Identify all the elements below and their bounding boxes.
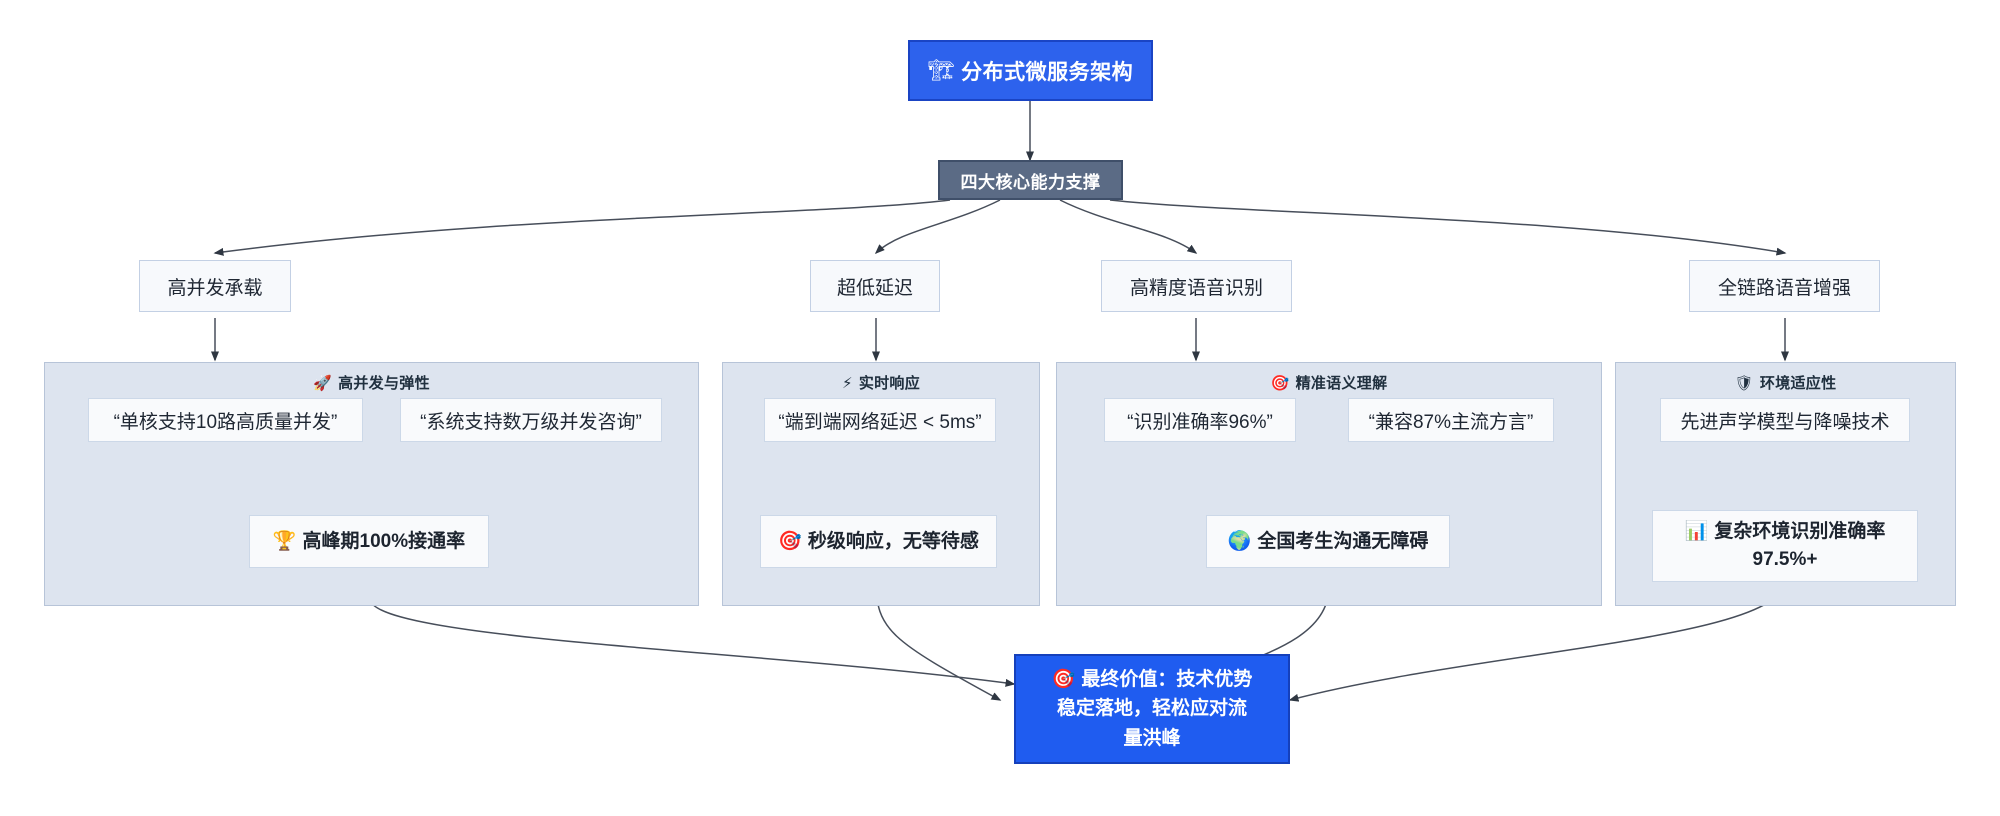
outcome-label: 高峰期100%接通率: [302, 530, 466, 552]
cluster-title: 🛡 环境适应性: [1616, 372, 1955, 393]
cluster-title: ⚡ 实时响应: [723, 372, 1039, 393]
final-label-line2: 稳定落地，轻松应对流: [1056, 698, 1247, 720]
capability-label: 全链路语音增强: [1717, 277, 1851, 299]
node-root-architecture[interactable]: 🏗分布式微服务架构: [908, 40, 1153, 101]
outcome-label: 复杂环境识别准确率: [1714, 521, 1886, 543]
leaf-label: “单核支持10路高质量并发”: [113, 411, 338, 433]
node-hub-label: 四大核心能力支撑: [960, 172, 1101, 192]
cluster-title: 🚀 高并发与弹性: [45, 372, 698, 393]
globe-icon: 🌍: [1227, 529, 1252, 552]
cluster-title-label: 精准语义理解: [1295, 375, 1388, 392]
capability-label: 高精度语音识别: [1129, 277, 1263, 299]
node-leaf-tens-thousands-concurrency[interactable]: “系统支持数万级并发咨询”: [400, 398, 662, 442]
node-capability-high-accuracy-asr[interactable]: 高精度语音识别: [1101, 260, 1292, 312]
node-final-value[interactable]: 🎯最终价值：技术优势 稳定落地，轻松应对流 量洪峰: [1014, 654, 1290, 764]
dart-target-icon: 🎯: [778, 529, 802, 552]
leaf-label: “系统支持数万级并发咨询”: [420, 411, 642, 433]
outcome-line-1: 📊复杂环境识别准确率: [1685, 518, 1886, 546]
node-leaf-acoustic-model[interactable]: 先进声学模型与降噪技术: [1660, 398, 1910, 442]
node-outcome-peak-connect-rate[interactable]: 🏆高峰期100%接通率: [249, 515, 489, 568]
node-capability-full-chain-enhancement[interactable]: 全链路语音增强: [1689, 260, 1880, 312]
cluster-title: 🎯 精准语义理解: [1057, 372, 1601, 393]
capability-label: 超低延迟: [836, 277, 913, 299]
leaf-label: “兼容87%主流方言”: [1368, 411, 1534, 433]
outcome-label: 全国考生沟通无障碍: [1257, 530, 1429, 552]
node-leaf-single-core-concurrency[interactable]: “单核支持10路高质量并发”: [88, 398, 363, 442]
bar-chart-icon: 📊: [1684, 520, 1709, 543]
final-label-line3: 量洪峰: [1123, 727, 1181, 749]
outcome-line-2: 97.5%+: [1752, 549, 1818, 570]
cluster-title-label: 实时响应: [858, 375, 921, 392]
leaf-label: 先进声学模型与降噪技术: [1680, 411, 1890, 433]
cluster-title-label: 环境适应性: [1759, 375, 1837, 392]
dart-target-icon: 🎯: [1051, 667, 1076, 690]
node-outcome-complex-environment-accuracy[interactable]: 📊复杂环境识别准确率 97.5%+: [1652, 510, 1918, 582]
dart-target-icon: 🎯: [1270, 374, 1290, 392]
trophy-icon: 🏆: [272, 529, 297, 552]
node-hub-four-core-capabilities[interactable]: 四大核心能力支撑: [938, 160, 1123, 200]
cluster-title-label: 高并发与弹性: [338, 375, 430, 392]
capability-label: 高并发承载: [167, 277, 263, 299]
lightning-bolt-icon: ⚡: [841, 374, 853, 392]
final-line-1: 🎯最终价值：技术优势: [1052, 665, 1253, 694]
rocket-icon: 🚀: [313, 374, 333, 392]
node-leaf-recognition-accuracy[interactable]: “识别准确率96%”: [1104, 398, 1296, 442]
final-label-line1: 最终价值：技术优势: [1081, 668, 1253, 690]
leaf-label: “端到端网络延迟 < 5ms”: [778, 411, 982, 433]
leaf-label: “识别准确率96%”: [1127, 411, 1273, 433]
shield-icon: 🛡: [1734, 374, 1754, 392]
node-capability-high-concurrency[interactable]: 高并发承载: [139, 260, 291, 312]
node-capability-ultra-low-latency[interactable]: 超低延迟: [810, 260, 940, 312]
node-leaf-end-to-end-latency[interactable]: “端到端网络延迟 < 5ms”: [764, 398, 996, 442]
node-outcome-second-level-response[interactable]: 🎯秒级响应，无等待感: [760, 515, 997, 568]
node-outcome-nationwide-communication[interactable]: 🌍全国考生沟通无障碍: [1206, 515, 1450, 568]
construction-crane-icon: 🏗: [927, 58, 956, 82]
node-root-label: 分布式微服务架构: [961, 60, 1134, 84]
node-leaf-dialect-compatibility[interactable]: “兼容87%主流方言”: [1348, 398, 1554, 442]
outcome-label: 秒级响应，无等待感: [807, 530, 979, 552]
